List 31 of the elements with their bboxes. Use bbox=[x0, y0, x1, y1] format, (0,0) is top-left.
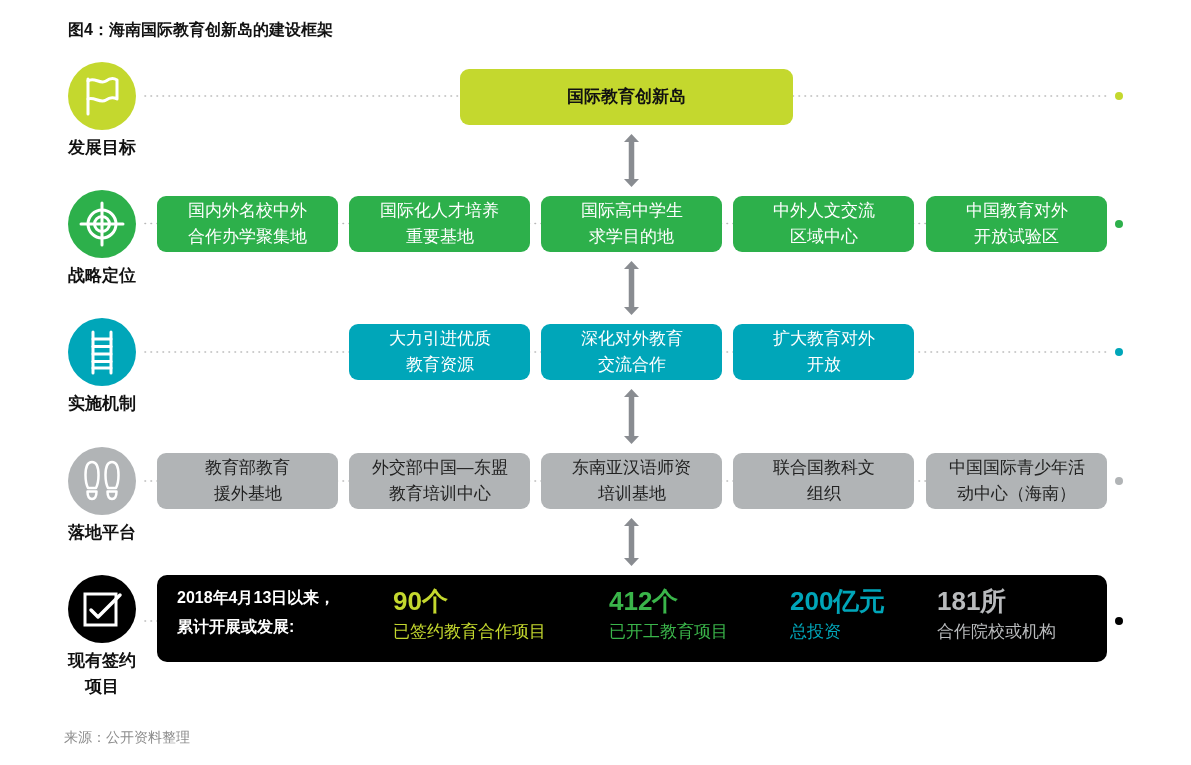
goal-box: 国际教育创新岛 bbox=[460, 69, 793, 125]
stat-value: 90个 bbox=[393, 585, 448, 618]
positioning-box: 国内外名校中外合作办学聚集地 bbox=[157, 196, 338, 252]
mechanism-box: 扩大教育对外开放 bbox=[733, 324, 914, 380]
category-label: 战略定位 bbox=[67, 264, 137, 287]
platform-box: 外交部中国—东盟教育培训中心 bbox=[349, 453, 530, 509]
platform-box: 中国国际青少年活动中心（海南） bbox=[926, 453, 1107, 509]
stat-caption: 合作院校或机构 bbox=[937, 621, 1056, 643]
platform-box: 东南亚汉语师资培训基地 bbox=[541, 453, 722, 509]
stat-value: 200亿元 bbox=[790, 585, 886, 618]
mechanism-box: 深化对外教育交流合作 bbox=[541, 324, 722, 380]
source-note: 来源：公开资料整理 bbox=[64, 728, 190, 747]
category-label: 实施机制 bbox=[67, 393, 137, 415]
intro-text: 2018年4月13日以来，累计开展或发展: bbox=[177, 588, 337, 637]
stat-value: 181所 bbox=[937, 585, 1007, 618]
category-label: 现有签约项目 bbox=[66, 650, 137, 698]
stat-caption: 已签约教育合作项目 bbox=[393, 621, 546, 643]
category-label: 发展目标 bbox=[67, 137, 137, 159]
stats-banner bbox=[157, 575, 1107, 662]
platform-box: 教育部教育援外基地 bbox=[157, 453, 338, 509]
stat-caption: 已开工教育项目 bbox=[609, 621, 728, 643]
category-label: 落地平台 bbox=[67, 522, 137, 544]
positioning-box: 中外人文交流区域中心 bbox=[733, 196, 914, 252]
stat-value: 412个 bbox=[609, 585, 679, 618]
positioning-box: 国际化人才培养重要基地 bbox=[349, 196, 530, 252]
mechanism-box: 大力引进优质教育资源 bbox=[349, 324, 530, 380]
figure-title: 图4：海南国际教育创新岛的建设框架 bbox=[68, 20, 333, 40]
stat-caption: 总投资 bbox=[790, 621, 841, 643]
positioning-box: 国际高中学生求学目的地 bbox=[541, 196, 722, 252]
platform-box: 联合国教科文组织 bbox=[733, 453, 914, 509]
positioning-box: 中国教育对外开放试验区 bbox=[926, 196, 1107, 252]
